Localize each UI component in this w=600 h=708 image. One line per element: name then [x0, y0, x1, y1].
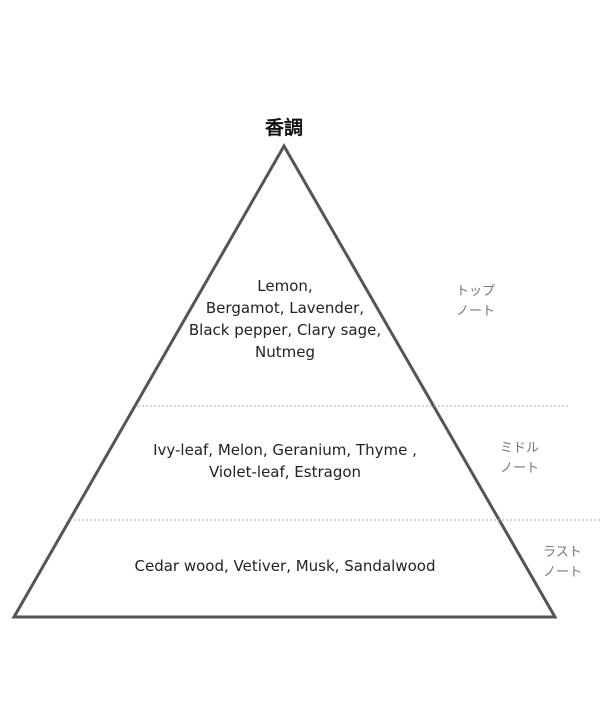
- top-notes: Lemon, Bergamot, Lavender, Black pepper,…: [150, 275, 420, 363]
- label-line: ノート: [543, 565, 583, 580]
- note-line: Violet-leaf, Estragon: [208, 463, 362, 481]
- label-line: ミドル: [500, 441, 540, 456]
- label-line: トップ: [456, 284, 496, 299]
- base-note-label: ラスト ノート: [543, 543, 582, 583]
- label-line: ノート: [500, 461, 540, 476]
- base-notes: Cedar wood, Vetiver, Musk, Sandalwood: [90, 555, 480, 577]
- note-line: Nutmeg: [255, 343, 315, 361]
- pyramid-outline: [11, 142, 558, 619]
- label-line: ラスト: [543, 545, 582, 560]
- note-line: Bergamot, Lavender,: [205, 299, 365, 317]
- middle-notes: Ivy-leaf, Melon, Geranium, Thyme , Viole…: [120, 439, 450, 483]
- note-line: Black pepper, Clary sage,: [188, 321, 382, 339]
- middle-note-label: ミドル ノート: [500, 439, 539, 479]
- note-line: Lemon,: [257, 277, 313, 295]
- top-note-label: トップ ノート: [456, 282, 495, 322]
- note-line: Cedar wood, Vetiver, Musk, Sandalwood: [134, 557, 436, 575]
- note-line: Ivy-leaf, Melon, Geranium, Thyme ,: [153, 441, 417, 459]
- label-line: ノート: [456, 304, 496, 319]
- diagram-title: 香調: [264, 117, 303, 139]
